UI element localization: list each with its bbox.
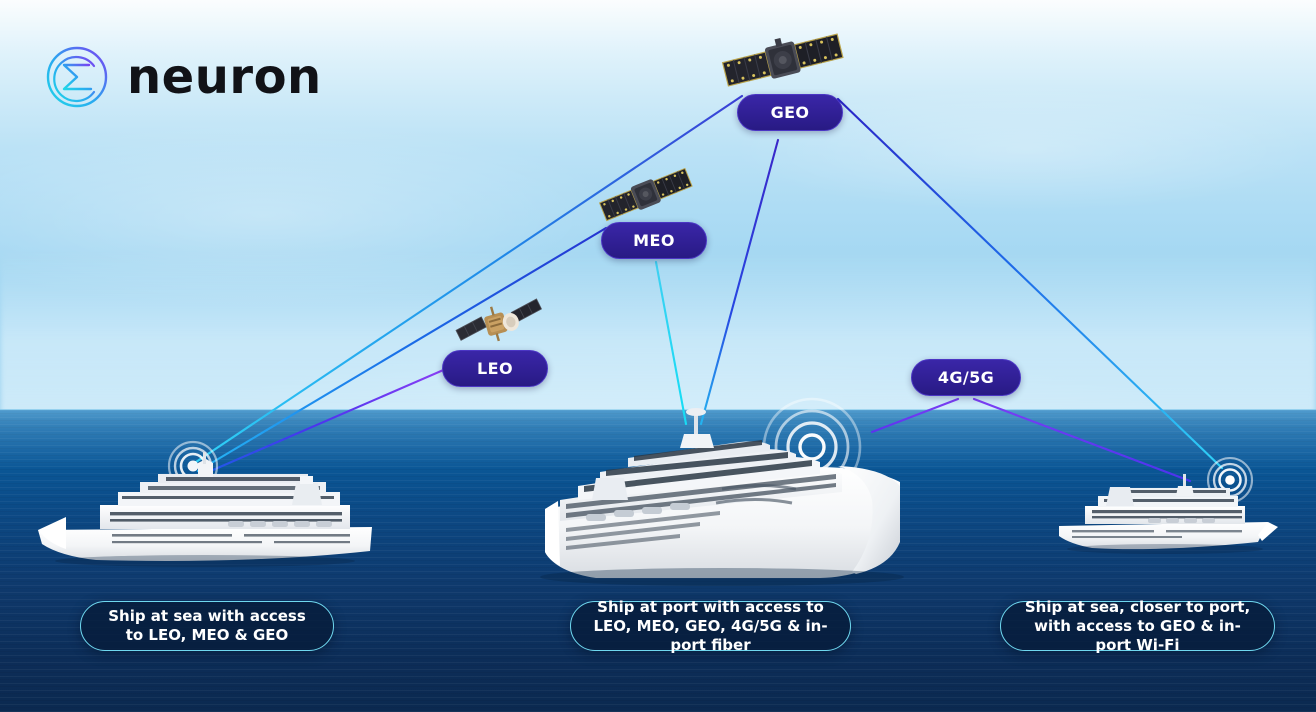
orbit-label-geo[interactable]: GEO: [737, 94, 843, 131]
link-4g5g-to-ship-center: [870, 397, 960, 434]
ship-caption-center: Ship at port with access to LEO, MEO, GE…: [570, 598, 851, 654]
link-geo-to-ship-left: [194, 94, 744, 464]
brand-logo: neuron: [44, 44, 322, 110]
ship-right: [1059, 456, 1278, 554]
brand-wordmark: neuron: [127, 49, 322, 105]
orbit-label-leo[interactable]: LEO: [442, 350, 548, 387]
ship-center: [540, 397, 904, 586]
link-leo-to-ship-left: [204, 366, 450, 475]
geo-satellite-icon: [721, 33, 844, 87]
link-meo-to-ship-center: [654, 260, 688, 426]
orbit-label-meo[interactable]: MEO: [601, 222, 707, 259]
ship-left: [38, 440, 372, 567]
link-geo-to-ship-center: [699, 138, 780, 426]
neuron-sigma-circle-logo-icon: [46, 46, 108, 108]
leo-satellite-icon: [455, 298, 542, 342]
link-geo-to-ship-right: [836, 97, 1224, 470]
meo-satellite-icon: [598, 167, 693, 222]
link-meo-to-ship-left: [196, 226, 608, 473]
ship-caption-left: Ship at sea with access to LEO, MEO & GE…: [80, 601, 334, 651]
ship-caption-right: Ship at sea, closer to port, with access…: [1000, 598, 1275, 654]
link-4g5g-to-ship-right: [972, 397, 1192, 483]
orbit-label-4g5g[interactable]: 4G/5G: [911, 359, 1021, 396]
